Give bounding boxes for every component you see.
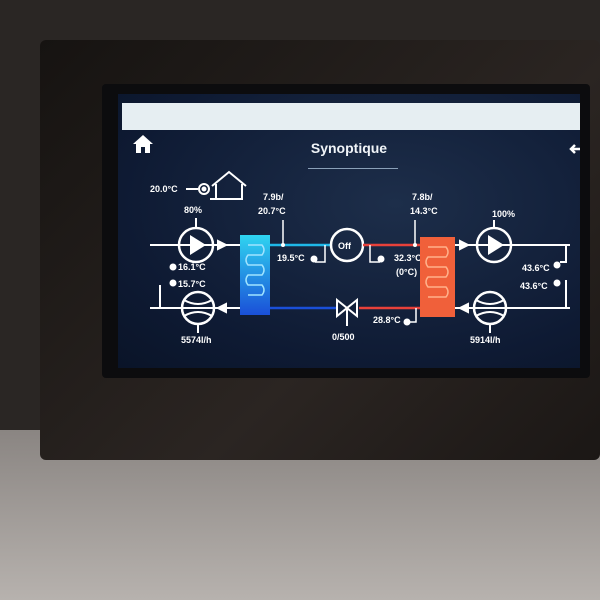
compressor-status: Off	[338, 241, 352, 251]
condenser-exchanger[interactable]	[420, 237, 455, 317]
home-icon[interactable]	[132, 134, 154, 154]
thermometer-icon	[553, 261, 561, 287]
evap-pressure: 7.9b/	[263, 192, 284, 202]
left-flowmeter-icon	[180, 290, 216, 326]
right-pump-speed: 100%	[492, 209, 515, 219]
left-pump-icon[interactable]	[177, 226, 215, 264]
title-underline	[308, 168, 398, 169]
hot-refrigerant-lines	[359, 220, 420, 326]
page-title: Synoptique	[310, 140, 388, 156]
right-flow: 5914l/h	[470, 335, 501, 345]
right-flowmeter-icon	[472, 290, 508, 326]
evap-temp: 20.7°C	[258, 206, 286, 216]
expansion-valve-icon[interactable]	[336, 297, 358, 326]
left-flow: 5574l/h	[181, 335, 212, 345]
room-temp: 20.0°C	[150, 184, 178, 194]
status-bar	[122, 103, 580, 130]
right-sensor-out: 43.6°C	[522, 263, 550, 273]
left-loop-lines	[150, 218, 240, 333]
suction-temp: 19.5°C	[277, 253, 305, 263]
house-icon	[186, 170, 247, 200]
superheat: (0°C)	[396, 267, 417, 277]
discharge-temp: 32.3°C	[394, 253, 422, 263]
thermometer-icon	[169, 263, 177, 287]
compressor-button[interactable]: Off	[329, 227, 365, 263]
right-loop-lines	[455, 220, 570, 333]
liquid-temp: 28.8°C	[373, 315, 401, 325]
valve-position: 0/500	[332, 332, 355, 342]
left-sensor-out: 16.1°C	[178, 262, 206, 272]
cold-refrigerant-lines	[270, 220, 337, 310]
back-arrow-icon[interactable]	[568, 140, 580, 156]
left-sensor-in: 15.7°C	[178, 279, 206, 289]
evaporator-exchanger[interactable]	[240, 235, 270, 315]
cond-temp: 14.3°C	[410, 206, 438, 216]
left-pump-speed: 80%	[184, 205, 202, 215]
cond-pressure: 7.8b/	[412, 192, 433, 202]
right-sensor-in: 43.6°C	[520, 281, 548, 291]
right-pump-icon[interactable]	[475, 226, 513, 264]
